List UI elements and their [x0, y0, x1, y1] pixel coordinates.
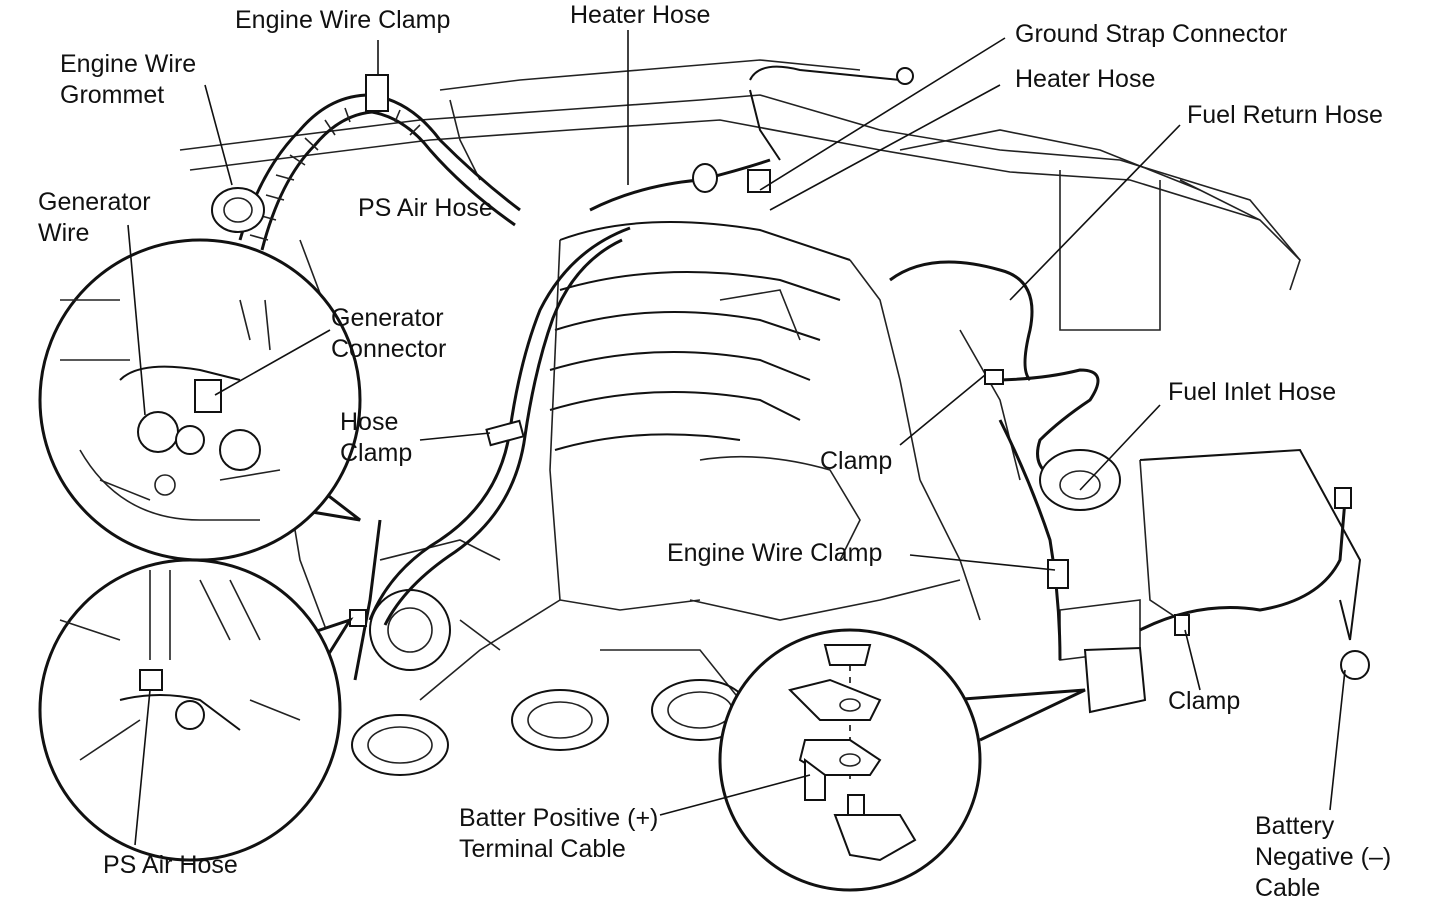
intake-manifold	[549, 221, 921, 481]
label-generator-connector-line1: Generator	[331, 304, 444, 332]
label-engine-wire-clamp-mid: Engine Wire Clamp	[667, 539, 883, 567]
engine-wire-harness	[238, 93, 521, 251]
generator-inset	[38, 238, 362, 562]
engine-bay-outline	[179, 59, 1301, 641]
label-ps-air-hose-top: PS Air Hose	[358, 194, 493, 222]
label-clamp-mid: Clamp	[820, 447, 893, 475]
label-battery-negative-cable: Battery Negative (–) Cable	[1255, 811, 1391, 904]
label-hose-clamp-line1: Hose	[340, 408, 399, 436]
label-fuel-return-hose: Fuel Return Hose	[1187, 101, 1383, 129]
leader-lines	[127, 30, 1346, 846]
battery-terminal-inset	[718, 628, 1086, 892]
label-engine-wire-grommet: Engine Wire Grommet	[60, 49, 196, 111]
label-hose-clamp: Hose Clamp	[340, 407, 412, 469]
label-battery-negative-cable-line1: Battery	[1255, 812, 1335, 840]
engine-wire-clamp-top	[365, 74, 389, 112]
ps-air-hose-line	[349, 226, 631, 681]
label-battery-negative-cable-line3: Cable	[1255, 874, 1321, 902]
label-battery-negative-cable-line2: Negative (–)	[1255, 843, 1392, 871]
label-generator-connector: Generator Connector	[331, 303, 446, 365]
ps-air-hose-inset	[38, 558, 354, 862]
label-heater-hose-right: Heater Hose	[1015, 65, 1156, 93]
battery-harness	[998, 419, 1370, 680]
label-generator-connector-line2: Connector	[331, 335, 447, 363]
battery-box	[1059, 448, 1362, 714]
label-battery-positive-cable-line2: Terminal Cable	[459, 835, 626, 863]
label-ps-air-hose-bottom: PS Air Hose	[103, 851, 238, 879]
label-generator-wire-line2: Wire	[38, 219, 90, 247]
label-clamp-right: Clamp	[1168, 687, 1241, 715]
label-hose-clamp-line2: Clamp	[340, 439, 413, 467]
engine-block	[379, 329, 1021, 701]
label-battery-positive-cable: Batter Positive (+) Terminal Cable	[459, 803, 658, 865]
label-engine-wire-grommet-line2: Grommet	[60, 81, 165, 109]
label-fuel-inlet-hose: Fuel Inlet Hose	[1168, 378, 1337, 406]
label-engine-wire-grommet-line1: Engine Wire	[60, 50, 197, 78]
heater-hose-line	[589, 65, 914, 212]
lower-ports	[351, 589, 749, 776]
label-generator-wire: Generator Wire	[38, 187, 151, 249]
label-ground-strap-connector: Ground Strap Connector	[1015, 20, 1288, 48]
engine-wire-grommet	[211, 187, 265, 233]
fuel-hoses	[889, 260, 1121, 511]
label-battery-positive-cable-line1: Batter Positive (+)	[459, 804, 659, 832]
label-heater-hose-top: Heater Hose	[570, 1, 711, 29]
label-generator-wire-line1: Generator	[38, 188, 151, 216]
label-engine-wire-clamp-top: Engine Wire Clamp	[235, 6, 451, 34]
